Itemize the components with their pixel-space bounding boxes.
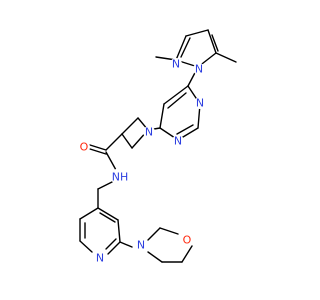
molecule-diagram: N N N N N O NH N N O: [78, 29, 237, 265]
pyrimidine-ring: [159, 85, 201, 141]
pyridine-morpholine-bond: [119, 241, 133, 248]
atom-label-background: [172, 135, 184, 147]
morpholine-ring: [147, 227, 193, 263]
amide-oxygen: O: [80, 141, 89, 154]
morpholine-oxygen: O: [183, 234, 192, 247]
atom-label-backgrounds: [78, 58, 206, 264]
atom-label-background: [194, 97, 206, 109]
pyrazole-nitrogen-2: N: [172, 58, 180, 71]
atom-label-background: [94, 252, 106, 264]
morpholine-nitrogen: N: [137, 239, 145, 252]
atom-label-background: [193, 63, 205, 75]
pyrimidine-nitrogen-3: N: [174, 135, 182, 148]
pyridine-nitrogen: N: [96, 252, 104, 265]
amide-nh: NH: [112, 171, 129, 184]
atom-labels: N N N N N O NH N N O: [80, 58, 204, 265]
chemical-structure: N N N N N O NH N N O: [78, 29, 237, 265]
methyl-5: [215, 52, 237, 63]
atom-label-background: [111, 168, 129, 186]
pyridine-ring: [79, 188, 121, 255]
azetidine-nitrogen: N: [145, 126, 153, 139]
amide-group: [89, 133, 123, 190]
atom-label-background: [181, 234, 193, 246]
atom-label-background: [78, 141, 90, 153]
pyrimidine-nitrogen-1: N: [196, 97, 204, 110]
atom-label-background: [170, 58, 182, 70]
pyrazole-nitrogen-1: N: [195, 63, 203, 76]
atom-label-background: [135, 239, 147, 251]
atom-label-background: [143, 126, 155, 138]
pyrazole-ring: [155, 29, 237, 68]
